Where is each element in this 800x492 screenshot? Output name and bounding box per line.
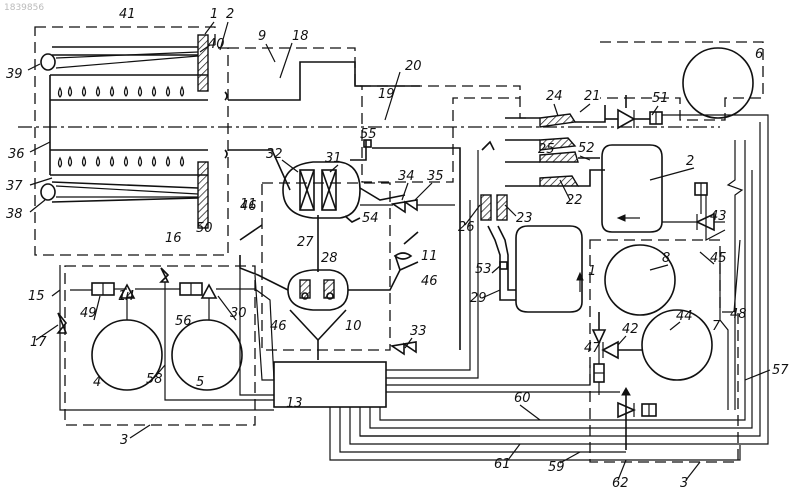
valve-62 [618, 388, 656, 450]
label-52: 52 [578, 141, 595, 156]
label-37: 37 [6, 179, 23, 194]
watermark-id: 1839856 [4, 3, 44, 13]
label-13: 13 [286, 396, 303, 411]
label-23: 23 [516, 211, 533, 226]
flow-arrow [482, 142, 494, 150]
label-21: 21 [584, 89, 601, 104]
label-46-top: 46 [240, 199, 257, 214]
arrow-11 [240, 225, 262, 240]
label-3-left: 3 [120, 433, 128, 448]
label-30: 30 [230, 306, 247, 321]
label-45: 45 [710, 251, 727, 266]
label-57: 57 [772, 363, 789, 378]
flange-26 [481, 195, 491, 220]
label-7: 7 [712, 319, 721, 334]
label-44: 44 [676, 309, 693, 324]
label-15: 15 [28, 289, 45, 304]
label-46b: 46 [421, 274, 438, 289]
label-62: 62 [612, 476, 629, 491]
label-6: 6 [755, 47, 763, 62]
label-25: 25 [538, 142, 555, 157]
label-33: 33 [410, 324, 427, 339]
label-53: 53 [475, 262, 492, 277]
flame-row-lower [59, 157, 184, 167]
label-28: 28 [321, 251, 338, 266]
label-56: 56 [175, 314, 192, 329]
tank-2 [602, 145, 662, 232]
label-60: 60 [514, 391, 531, 406]
label-48: 48 [730, 307, 747, 322]
label-54: 54 [362, 211, 379, 226]
sensor-54 [345, 216, 360, 222]
flame-row-upper [59, 87, 184, 97]
label-34: 34 [398, 169, 415, 184]
injector-38 [41, 184, 55, 200]
nozzle-flange-top [198, 35, 208, 91]
label-5: 5 [196, 375, 204, 390]
label-36: 36 [8, 147, 25, 162]
label-41: 41 [119, 7, 136, 22]
label-51: 51 [652, 91, 669, 106]
label-17: 17 [30, 335, 47, 350]
label-1b: 1 [588, 264, 596, 279]
label-2b: 2 [686, 154, 694, 169]
label-55: 55 [360, 127, 377, 142]
label-38: 38 [6, 207, 23, 222]
label-1: 1 [210, 7, 218, 22]
label-39: 39 [6, 67, 23, 82]
label-35: 35 [427, 169, 444, 184]
label-27: 27 [297, 235, 314, 250]
sensor-53 [500, 262, 507, 269]
label-2: 2 [226, 7, 234, 22]
label-10: 10 [345, 319, 362, 334]
label-46c: 46 [270, 319, 287, 334]
valve-11b [395, 253, 411, 259]
label-16: 16 [165, 231, 182, 246]
flange-23 [497, 195, 507, 220]
label-31: 31 [325, 151, 342, 166]
label-4: 4 [93, 375, 101, 390]
label-32: 32 [266, 147, 283, 162]
label-43: 43 [710, 209, 727, 224]
label-47: 47 [584, 341, 601, 356]
label-11b: 11 [421, 249, 438, 264]
label-58: 58 [146, 372, 163, 387]
label-26: 26 [458, 220, 475, 235]
valve-16 [161, 268, 168, 282]
label-24: 24 [546, 89, 563, 104]
label-50: 50 [196, 221, 213, 236]
arrow-46 [404, 232, 418, 244]
label-42: 42 [622, 322, 639, 337]
line-55-out [372, 148, 460, 350]
label-18: 18 [292, 29, 309, 44]
label-20: 20 [405, 59, 422, 74]
nozzle-flange-bottom [198, 162, 208, 228]
label-19: 19 [378, 87, 395, 102]
tank-5 [172, 320, 242, 390]
label-9: 9 [258, 29, 266, 44]
injector-39 [41, 54, 55, 70]
label-29: 29 [470, 291, 487, 306]
valve-33 [392, 342, 416, 354]
tank-1 [488, 226, 583, 312]
label-8: 8 [662, 251, 670, 266]
label-22: 22 [566, 193, 583, 208]
tank-6 [683, 48, 753, 118]
